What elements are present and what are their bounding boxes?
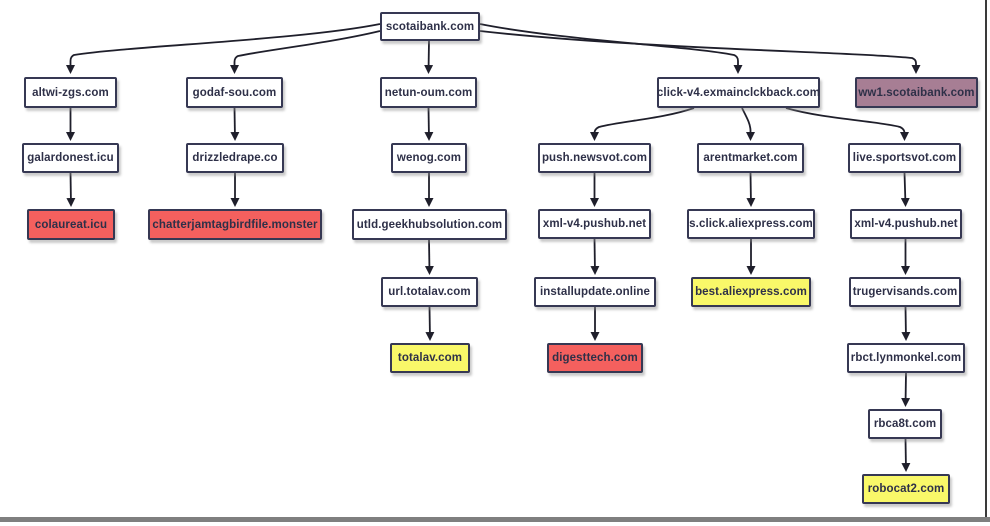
node-wenog-com: wenog.com [391,143,467,173]
edge-group [66,23,921,472]
node-live-sportsvot-com: live.sportsvot.com [848,143,961,173]
node-chatterjamtagbirdfile-monster: chatterjamtagbirdfile.monster [148,209,322,240]
window-bottom-edge [0,517,990,522]
node-totalav-com: totalav.com [390,343,470,373]
node-digesttech-com: digesttech.com [547,343,643,373]
node-best-aliexpress-com: best.aliexpress.com [691,277,811,307]
edge-godaf-sou-com-to-drizzledrape-co [230,107,240,141]
node-colaureat-icu: colaureat.icu [27,209,115,240]
edge-scotaibank-com-to-netun-oum-com [424,40,434,74]
node-robocat2-com: robocat2.com [862,474,950,504]
node-altwi-zgs-com: altwi-zgs.com [24,77,117,108]
node-click-v4-exmainclckback-com: click-v4.exmainclckback.com [657,77,820,108]
edge-scotaibank-com-to-click-v4-exmainclckback-com [479,23,743,74]
edge-galardonest-icu-to-colaureat-icu [66,172,76,207]
node-godaf-sou-com: godaf-sou.com [186,77,283,108]
node-installupdate-online: installupdate.online [534,277,656,307]
edge-click-v4-exmainclckback-com-to-arentmarket-com [741,107,755,141]
node-rbct-lynmonkel-com: rbct.lynmonkel.com [847,343,965,373]
edge-xml-v4-pushub-net-1-to-installupdate-online [590,238,600,275]
node-url-totalav-com: url.totalav.com [381,277,478,307]
edge-rbca8t-com-to-robocat2-com [901,438,911,472]
edge-utld-geekhubsolution-com-to-url-totalav-com [424,239,434,275]
edge-live-sportsvot-com-to-xml-v4-pushub-net-2 [900,172,910,207]
frame-right-line [985,0,987,517]
edge-url-totalav-com-to-totalav-com [425,306,435,341]
node-xml-v4-pushub-net-1: xml-v4.pushub.net [538,209,651,239]
edge-arentmarket-com-to-s-click-aliexpress-com [746,172,756,207]
edge-click-v4-exmainclckback-com-to-live-sportsvot-com [785,107,909,141]
node-push-newsvot-com: push.newsvot.com [538,143,651,173]
node-xml-v4-pushub-net-2: xml-v4.pushub.net [850,209,962,239]
node-arentmarket-com: arentmarket.com [697,143,804,173]
edge-netun-oum-com-to-wenog-com [424,107,434,141]
edge-click-v4-exmainclckback-com-to-push-newsvot-com [590,107,695,141]
edge-trugervisands-com-to-rbct-lynmonkel-com [901,306,911,341]
edge-rbct-lynmonkel-com-to-rbca8t-com [901,372,911,407]
node-s-click-aliexpress-com: s.click.aliexpress.com [687,209,815,239]
node-galardonest-icu: galardonest.icu [22,143,119,173]
node-rbca8t-com: rbca8t.com [868,409,942,439]
edge-scotaibank-com-to-altwi-zgs-com [66,23,381,74]
node-ww1-scotaibank-com: ww1.scotaibank.com [855,77,978,108]
node-drizzledrape-co: drizzledrape.co [186,143,284,173]
node-trugervisands-com: trugervisands.com [849,277,961,307]
edge-scotaibank-com-to-ww1-scotaibank-com [479,30,921,74]
node-scotaibank-com: scotaibank.com [380,12,480,41]
node-utld-geekhubsolution-com: utld.geekhubsolution.com [352,209,507,240]
node-netun-oum-com: netun-oum.com [380,77,477,108]
edge-scotaibank-com-to-godaf-sou-com [230,30,381,74]
